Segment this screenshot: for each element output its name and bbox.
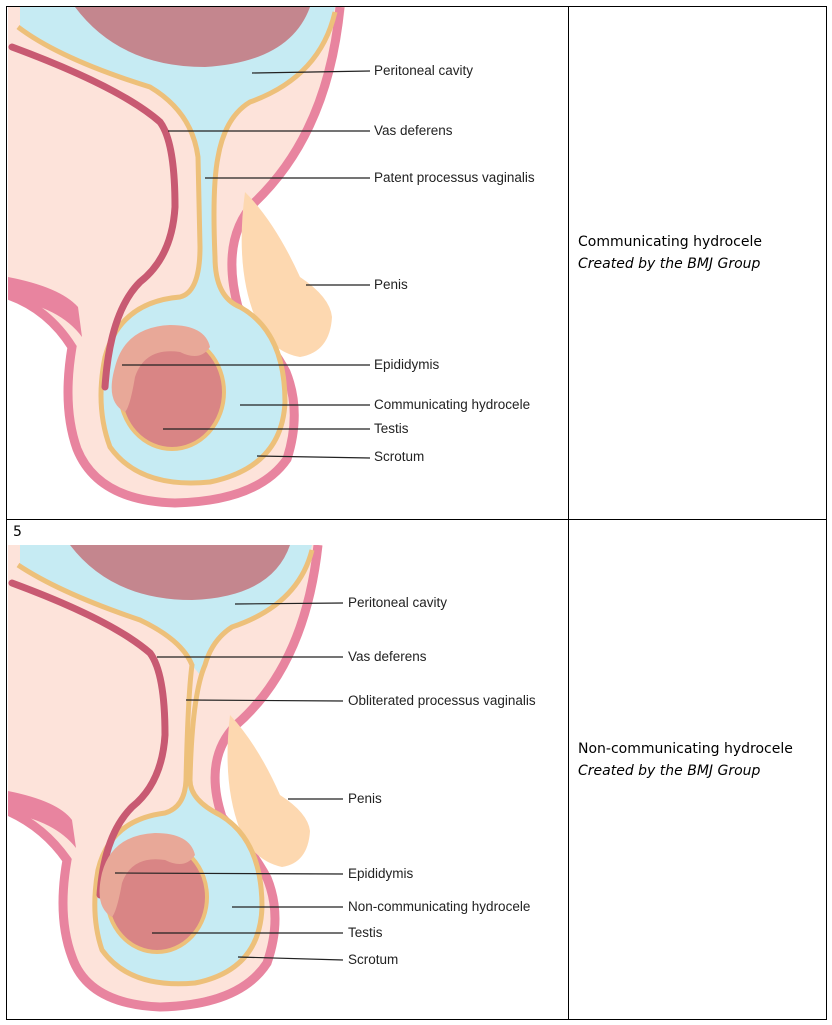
label-epididymis: Epididymis bbox=[348, 866, 414, 881]
label-epididymis: Epididymis bbox=[374, 357, 440, 372]
table-border-right bbox=[826, 6, 827, 1020]
label-hydrocele: Communicating hydrocele bbox=[374, 397, 530, 412]
row2-credit: Created by the BMJ Group bbox=[578, 763, 761, 779]
non-communicating-hydrocele-diagram: Peritoneal cavity Vas deferens Obliterat… bbox=[8, 545, 536, 1012]
label-vas-deferens: Vas deferens bbox=[348, 649, 427, 664]
table-column-divider bbox=[568, 6, 569, 1020]
epididymis-shape bbox=[99, 833, 195, 917]
vas-deferens bbox=[8, 579, 169, 899]
label-scrotum: Scrotum bbox=[374, 449, 424, 464]
label-vas-deferens: Vas deferens bbox=[374, 123, 453, 138]
penis-shape bbox=[241, 192, 332, 357]
row1-caption-cell: Communicating hydrocele Created by the B… bbox=[578, 231, 762, 275]
row1-credit: Created by the BMJ Group bbox=[578, 256, 761, 272]
skin-left-fold bbox=[8, 791, 76, 848]
penis-shape bbox=[227, 715, 310, 867]
row2-number: 5 bbox=[13, 524, 22, 540]
bowel-shape bbox=[70, 545, 290, 600]
label-processus-vaginalis: Patent processus vaginalis bbox=[374, 170, 535, 185]
row2-caption-cell: Non-communicating hydrocele Created by t… bbox=[578, 738, 793, 782]
skin-left-fold bbox=[8, 277, 82, 337]
label-testis: Testis bbox=[374, 421, 409, 436]
label-scrotum: Scrotum bbox=[348, 952, 398, 967]
row1-caption: Communicating hydrocele bbox=[578, 234, 762, 250]
membrane-outline bbox=[16, 549, 315, 987]
peritoneal-fluid bbox=[20, 7, 335, 483]
bowel-shape bbox=[75, 7, 310, 67]
table-border-bottom bbox=[6, 1019, 827, 1020]
label-hydrocele: Non-communicating hydrocele bbox=[348, 899, 530, 914]
epididymis-shape bbox=[111, 325, 210, 412]
communicating-hydrocele-diagram: Peritoneal cavity Vas deferens Patent pr… bbox=[8, 7, 535, 508]
table-border-top bbox=[6, 6, 827, 7]
vas-deferens bbox=[8, 43, 179, 391]
label-peritoneal-cavity: Peritoneal cavity bbox=[374, 63, 473, 78]
skin-outline bbox=[8, 7, 345, 508]
label-peritoneal-cavity: Peritoneal cavity bbox=[348, 595, 447, 610]
label-processus-vaginalis: Obliterated processus vaginalis bbox=[348, 693, 536, 708]
label-penis: Penis bbox=[374, 277, 408, 292]
row2-caption: Non-communicating hydrocele bbox=[578, 741, 793, 757]
table-border-left bbox=[6, 6, 7, 1020]
table-row-divider bbox=[6, 519, 827, 520]
membrane-outline bbox=[16, 11, 338, 486]
label-penis: Penis bbox=[348, 791, 382, 806]
label-testis: Testis bbox=[348, 925, 383, 940]
